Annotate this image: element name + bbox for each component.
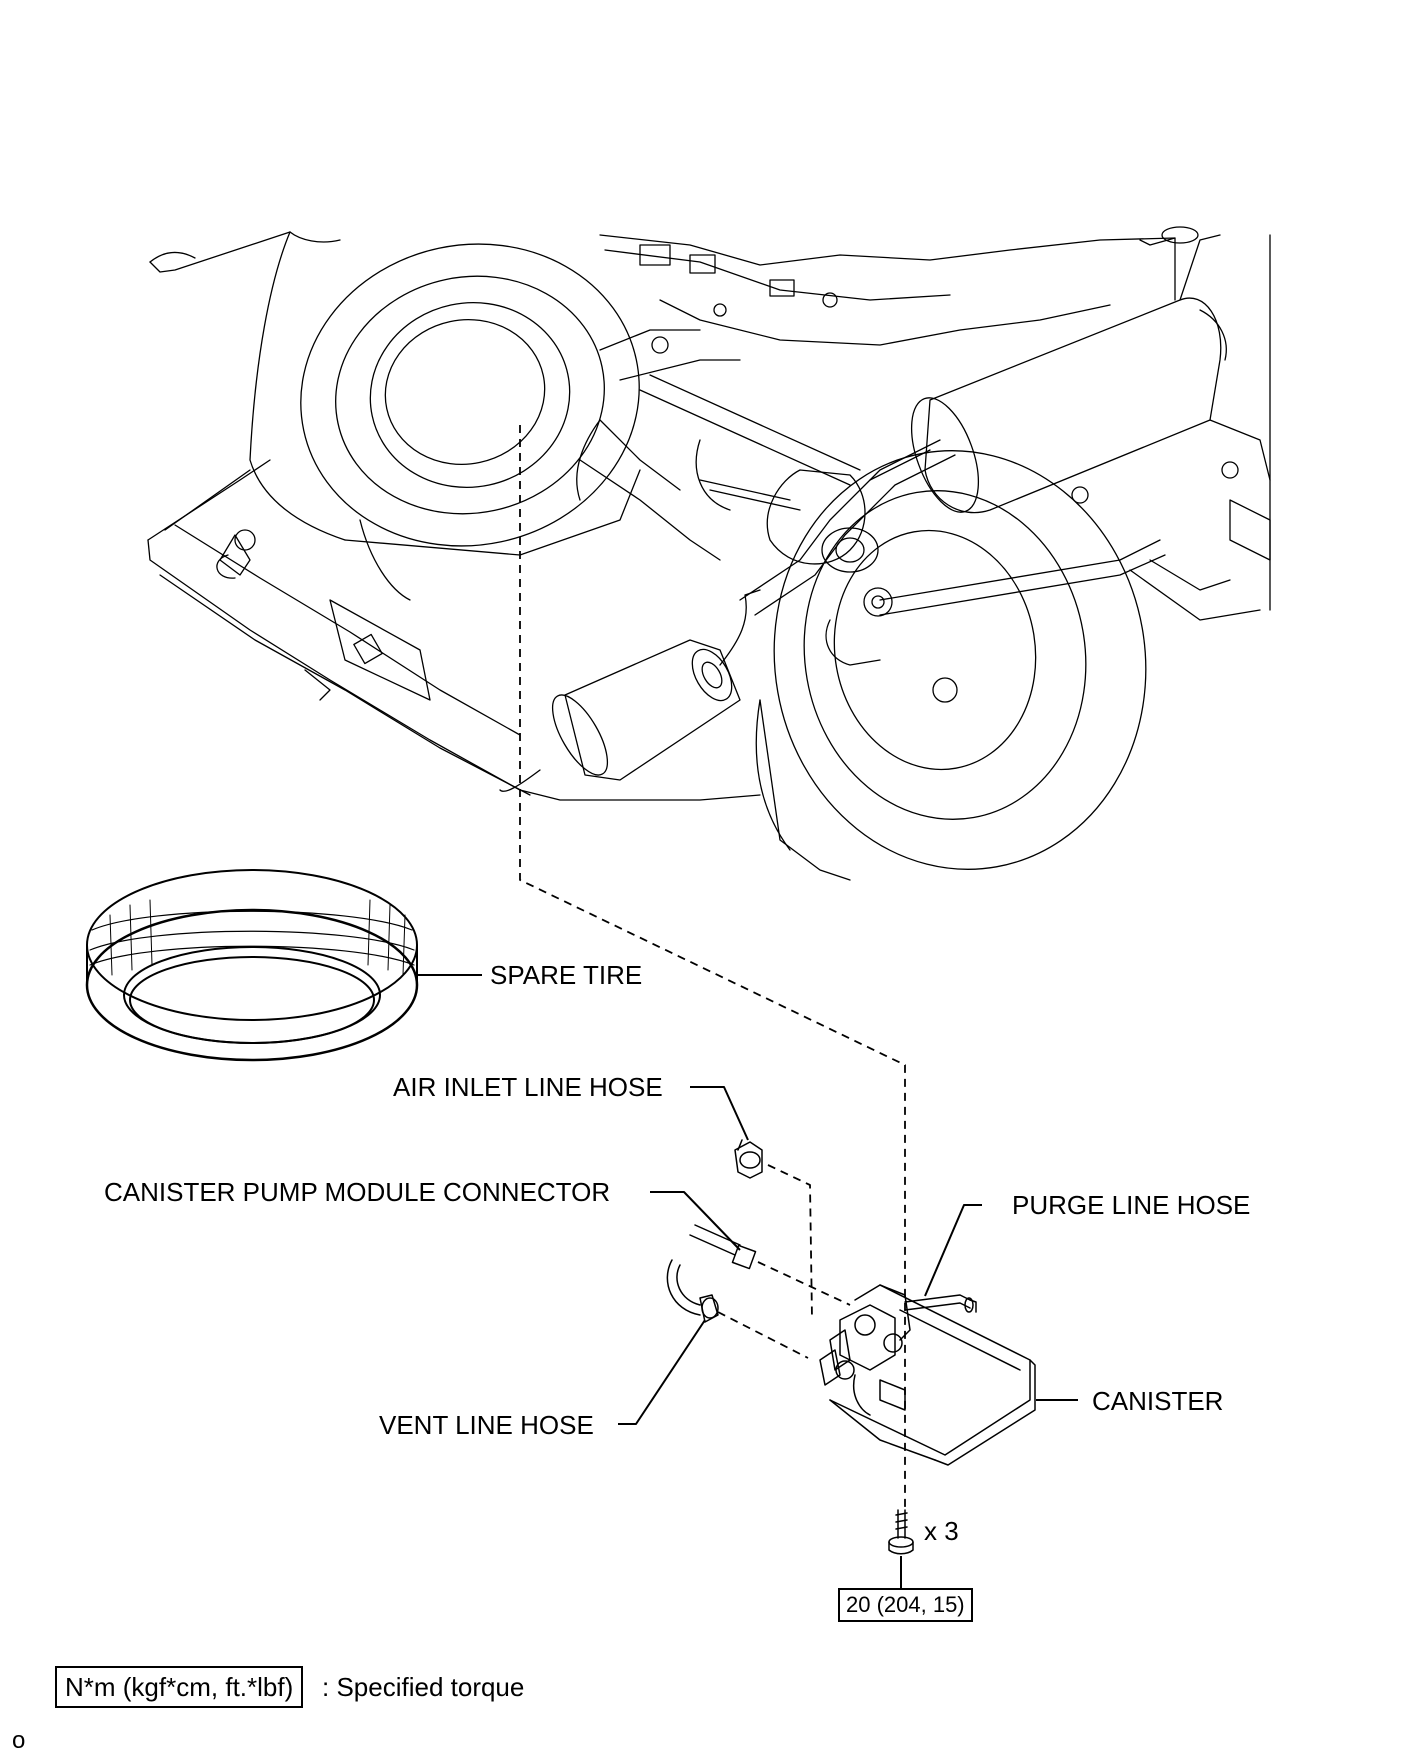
spare-tire-illustration [85,869,419,1062]
vent-line-hose-label: VENT LINE HOSE [379,1410,594,1440]
purge-line-hose-label: PURGE LINE HOSE [1012,1190,1251,1220]
canister-pump-module-connector-label: CANISTER PUMP MODULE CONNECTOR [104,1177,611,1207]
canister-bolt-torque-value: 20 (204, 15) [838,1588,973,1622]
install-dashed-lines [519,425,906,1510]
air-inlet-line-hose-label: AIR INLET LINE HOSE [393,1072,663,1102]
torque-unit-legend-box: N*m (kgf*cm, ft.*lbf) [55,1666,304,1708]
bolt-illustration [888,1509,914,1555]
canister-illustration [819,1284,1036,1466]
hose-ends [666,1139,763,1323]
footer-mark: o [12,1727,26,1754]
bolt-quantity-label: x 3 [924,1516,959,1546]
torque-legend-description: : Specified torque [322,1672,525,1702]
canister-label: CANISTER [1092,1386,1224,1416]
spare-tire-label: SPARE TIRE [490,960,643,990]
leader-lines [417,974,1078,1588]
vehicle-underbody [147,226,1271,881]
